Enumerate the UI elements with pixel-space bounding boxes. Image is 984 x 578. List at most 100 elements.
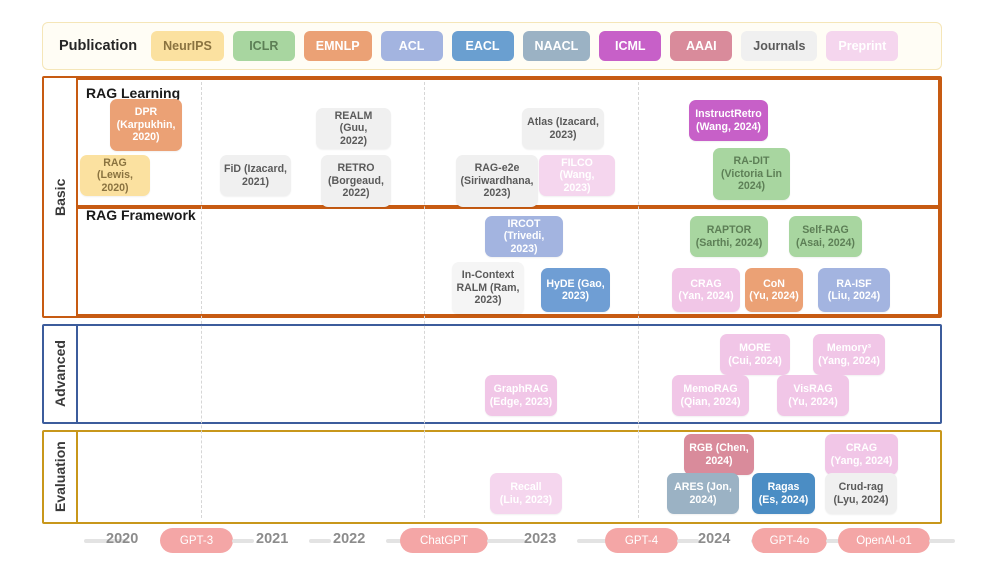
paper-box-line: (Qian, 2024): [680, 395, 741, 408]
paper-box-line: (Siriwardhana,: [460, 174, 534, 187]
paper-box-ircot-trivedi-2023[interactable]: IRCOT(Trivedi, 2023): [485, 216, 563, 257]
paper-box-line: 2024): [689, 493, 717, 506]
paper-box-line: (Lyu, 2024): [833, 493, 889, 506]
legend-chip-acl[interactable]: ACL: [380, 31, 443, 61]
paper-box-line: MORE: [739, 342, 771, 354]
paper-box-rag-e2e-siriwardhana-2023[interactable]: RAG-e2e(Siriwardhana,2023): [456, 155, 538, 207]
paper-box-crud-rag-lyu-2024[interactable]: Crud-rag(Lyu, 2024): [825, 473, 897, 514]
timeline-pill-chatgpt[interactable]: ChatGPT: [400, 528, 488, 553]
paper-box-line: (Yang, 2024): [818, 354, 880, 367]
paper-box-ares-jon-2024[interactable]: ARES (Jon,2024): [667, 473, 739, 514]
timeline-pill-gpt-3[interactable]: GPT-3: [160, 528, 233, 553]
paper-box-line: 2023): [549, 128, 577, 141]
paper-box-line: (Yu, 2024): [749, 290, 799, 302]
paper-box-retro-borgeaud-2022[interactable]: RETRO(Borgeaud,2022): [321, 155, 391, 207]
gridline-2023: [638, 82, 639, 518]
paper-box-line: Atlas (Izacard,: [527, 116, 599, 128]
paper-box-line: (Asai, 2024): [796, 236, 855, 249]
timeline-pill-gpt-4[interactable]: GPT-4: [605, 528, 678, 553]
paper-box-rgb-chen-2024[interactable]: RGB (Chen,2024): [684, 434, 754, 475]
paper-box-line: (Victoria Lin: [720, 167, 783, 180]
paper-box-line: 2021): [241, 175, 270, 188]
paper-box-line: (Yu, 2024): [788, 395, 838, 408]
paper-box-rag-lewis-2020[interactable]: RAG (Lewis,2020): [80, 155, 150, 196]
paper-box-line: (Yang, 2024): [830, 454, 893, 467]
timeline-segment: [232, 539, 254, 543]
paper-box-line: RAG-e2e: [474, 162, 520, 175]
paper-box-raptor-sarthi-2024[interactable]: RAPTOR(Sarthi, 2024): [690, 216, 768, 257]
paper-box-line: 2023): [563, 181, 591, 194]
paper-box-line: VisRAG: [793, 383, 833, 395]
paper-box-con-yu-2024[interactable]: CoN(Yu, 2024): [745, 268, 803, 312]
paper-box-line: (Yan, 2024): [678, 290, 734, 302]
subrow-title-rag-learning: RAG Learning: [86, 85, 181, 101]
legend-chip-preprint[interactable]: Preprint: [826, 31, 899, 61]
subrow-rag-framework: [76, 207, 940, 316]
paper-box-line: (Es, 2024): [758, 493, 809, 506]
paper-box-line: RA-ISF: [836, 277, 872, 290]
paper-box-fid-izacard-2021[interactable]: FiD (Izacard,2021): [220, 155, 291, 196]
timeline-segment: [577, 539, 609, 543]
paper-box-line: (Edge, 2023): [489, 395, 553, 408]
paper-box-line: 2024): [737, 180, 766, 193]
paper-box-line: (Karpukhin,: [116, 118, 176, 131]
paper-box-line: GraphRAG: [493, 383, 549, 395]
timeline-segment: [826, 539, 840, 543]
paper-box-atlas-izacard-2023[interactable]: Atlas (Izacard,2023): [522, 108, 604, 149]
paper-box-line: RA-DIT: [733, 155, 770, 168]
paper-box-line: HyDE (Gao,: [546, 277, 605, 290]
subrow-evaluation-body: [76, 432, 940, 522]
paper-box-graphrag-edge-2023[interactable]: GraphRAG(Edge, 2023): [485, 375, 557, 416]
paper-box-instructretro-wang-2024[interactable]: InstructRetro(Wang, 2024): [689, 100, 768, 141]
section-advanced: [42, 324, 942, 424]
timeline-segment: [309, 539, 331, 543]
gridline-2021: [201, 82, 202, 518]
timeline-year-2023: 2023: [524, 531, 557, 547]
paper-box-line: FiD (Izacard,: [224, 163, 287, 175]
legend-chip-icml[interactable]: ICML: [599, 31, 662, 61]
legend-chip-iclr[interactable]: ICLR: [232, 31, 295, 61]
paper-box-ra-isf-liu-2024[interactable]: RA-ISF(Liu, 2024): [818, 268, 890, 312]
paper-box-line: 2023): [483, 187, 511, 200]
paper-box-memorag-qian-2024[interactable]: MemoRAG(Qian, 2024): [672, 375, 749, 416]
paper-box-ragas-es-2024[interactable]: Ragas(Es, 2024): [752, 473, 815, 514]
paper-box-crag-yan-2024[interactable]: CRAG(Yan, 2024): [672, 268, 740, 312]
section-basic: [42, 76, 942, 318]
legend-chip-emnlp[interactable]: EMNLP: [303, 31, 372, 61]
legend-chip-eacl[interactable]: EACL: [451, 31, 514, 61]
timeline-segment: [84, 539, 128, 543]
paper-box-more-cui-2024[interactable]: MORE(Cui, 2024): [720, 334, 790, 375]
paper-box-crag-yang-2024[interactable]: CRAG(Yang, 2024): [825, 434, 898, 475]
paper-box-line: CRAG: [845, 442, 878, 454]
paper-box-line: RAG (Lewis,: [97, 156, 133, 182]
paper-box-line: REALM (Guu,: [334, 109, 373, 135]
paper-box-realm-guu-2022[interactable]: REALM (Guu,2022): [316, 108, 391, 149]
timeline-pill-gpt-4o[interactable]: GPT-4o: [752, 528, 827, 553]
legend-chip-journals[interactable]: Journals: [741, 31, 818, 61]
section-evaluation: [42, 430, 942, 524]
section-label-basic: Basic: [52, 178, 68, 216]
paper-box-visrag-yu-2024[interactable]: VisRAG(Yu, 2024): [777, 375, 849, 416]
legend-chip-aaai[interactable]: AAAI: [670, 31, 733, 61]
paper-box-hyde-gao-2023[interactable]: HyDE (Gao,2023): [541, 268, 610, 312]
paper-box-memory3-yang-2024[interactable]: Memory³(Yang, 2024): [813, 334, 885, 375]
paper-box-line: MemoRAG: [683, 383, 738, 395]
legend-chip-naacl[interactable]: NAACL: [522, 31, 591, 61]
timeline-year-2022: 2022: [333, 531, 366, 547]
timeline-segment: [487, 539, 525, 543]
paper-box-line: (Cui, 2024): [728, 354, 782, 367]
legend-title: Publication: [59, 38, 138, 54]
paper-box-line: CRAG: [690, 277, 722, 290]
paper-box-line: DPR: [134, 106, 158, 119]
paper-box-recall-liu-2023[interactable]: Recall(Liu, 2023): [490, 473, 562, 514]
paper-box-dpr-karpukhin-2020[interactable]: DPR(Karpukhin,2020): [110, 99, 182, 151]
paper-box-line: InstructRetro: [695, 108, 762, 120]
timeline-pill-openai-o1[interactable]: OpenAI-o1: [838, 528, 930, 553]
paper-box-line: RALM (Ram,: [456, 281, 520, 294]
legend-chip-neurips[interactable]: NeurIPS: [151, 31, 224, 61]
paper-box-self-rag-asai-2024[interactable]: Self-RAG(Asai, 2024): [789, 216, 862, 257]
paper-box-filco-wang-2023[interactable]: FILCO (Wang,2023): [539, 155, 615, 196]
paper-box-line: 2020): [101, 181, 129, 194]
